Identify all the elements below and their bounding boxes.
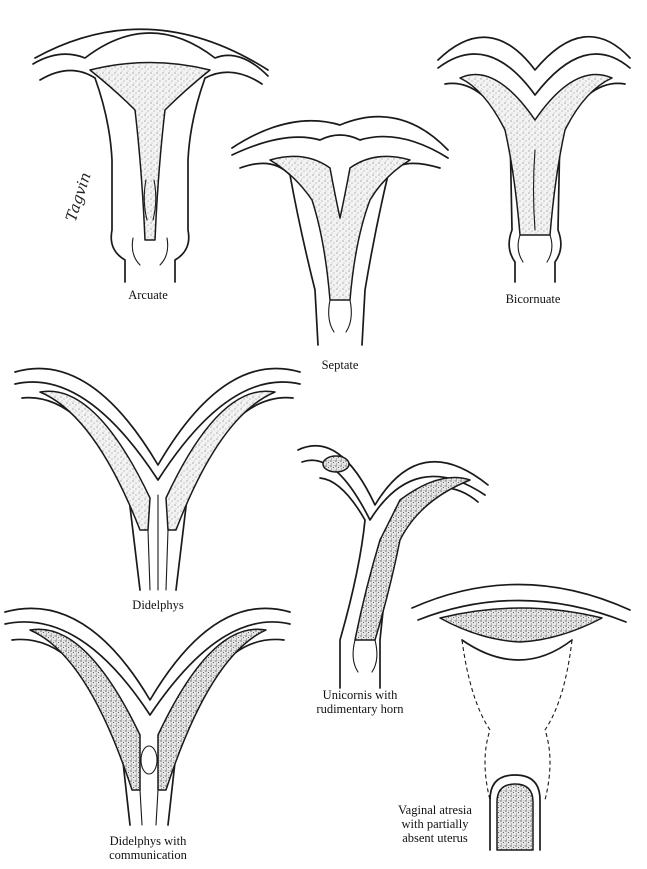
caption-vaginal-atresia-line2: with partially: [401, 817, 469, 831]
didelphys-uterus-drawing: [14, 367, 301, 591]
caption-didelphys: Didelphys: [132, 598, 184, 612]
caption-unicornis: Unicornis with rudimentary horn: [300, 688, 420, 716]
bicornuate-uterus-drawing: [437, 35, 631, 283]
caption-arcuate: Arcuate: [128, 288, 168, 302]
caption-vaginal-atresia-line1: Vaginal atresia: [398, 803, 472, 817]
caption-didelphys-communication: Didelphys with communication: [88, 834, 208, 862]
caption-didelphys-communication-line1: Didelphys with: [109, 834, 187, 848]
vaginal-atresia-drawing: [411, 583, 631, 851]
caption-vaginal-atresia-line3: absent uterus: [402, 831, 468, 845]
unicornis-uterus-drawing: [297, 445, 489, 689]
arcuate-uterus-drawing: [32, 28, 269, 283]
caption-unicornis-line1: Unicornis with: [322, 688, 398, 702]
caption-unicornis-line2: rudimentary horn: [316, 702, 404, 716]
didelphys-communication-drawing: [4, 607, 291, 826]
caption-septate: Septate: [321, 358, 359, 372]
septate-uterus-drawing: [231, 115, 449, 346]
caption-didelphys-communication-line2: communication: [109, 848, 187, 862]
caption-bicornuate: Bicornuate: [505, 292, 561, 306]
caption-vaginal-atresia: Vaginal atresia with partially absent ut…: [385, 803, 485, 845]
